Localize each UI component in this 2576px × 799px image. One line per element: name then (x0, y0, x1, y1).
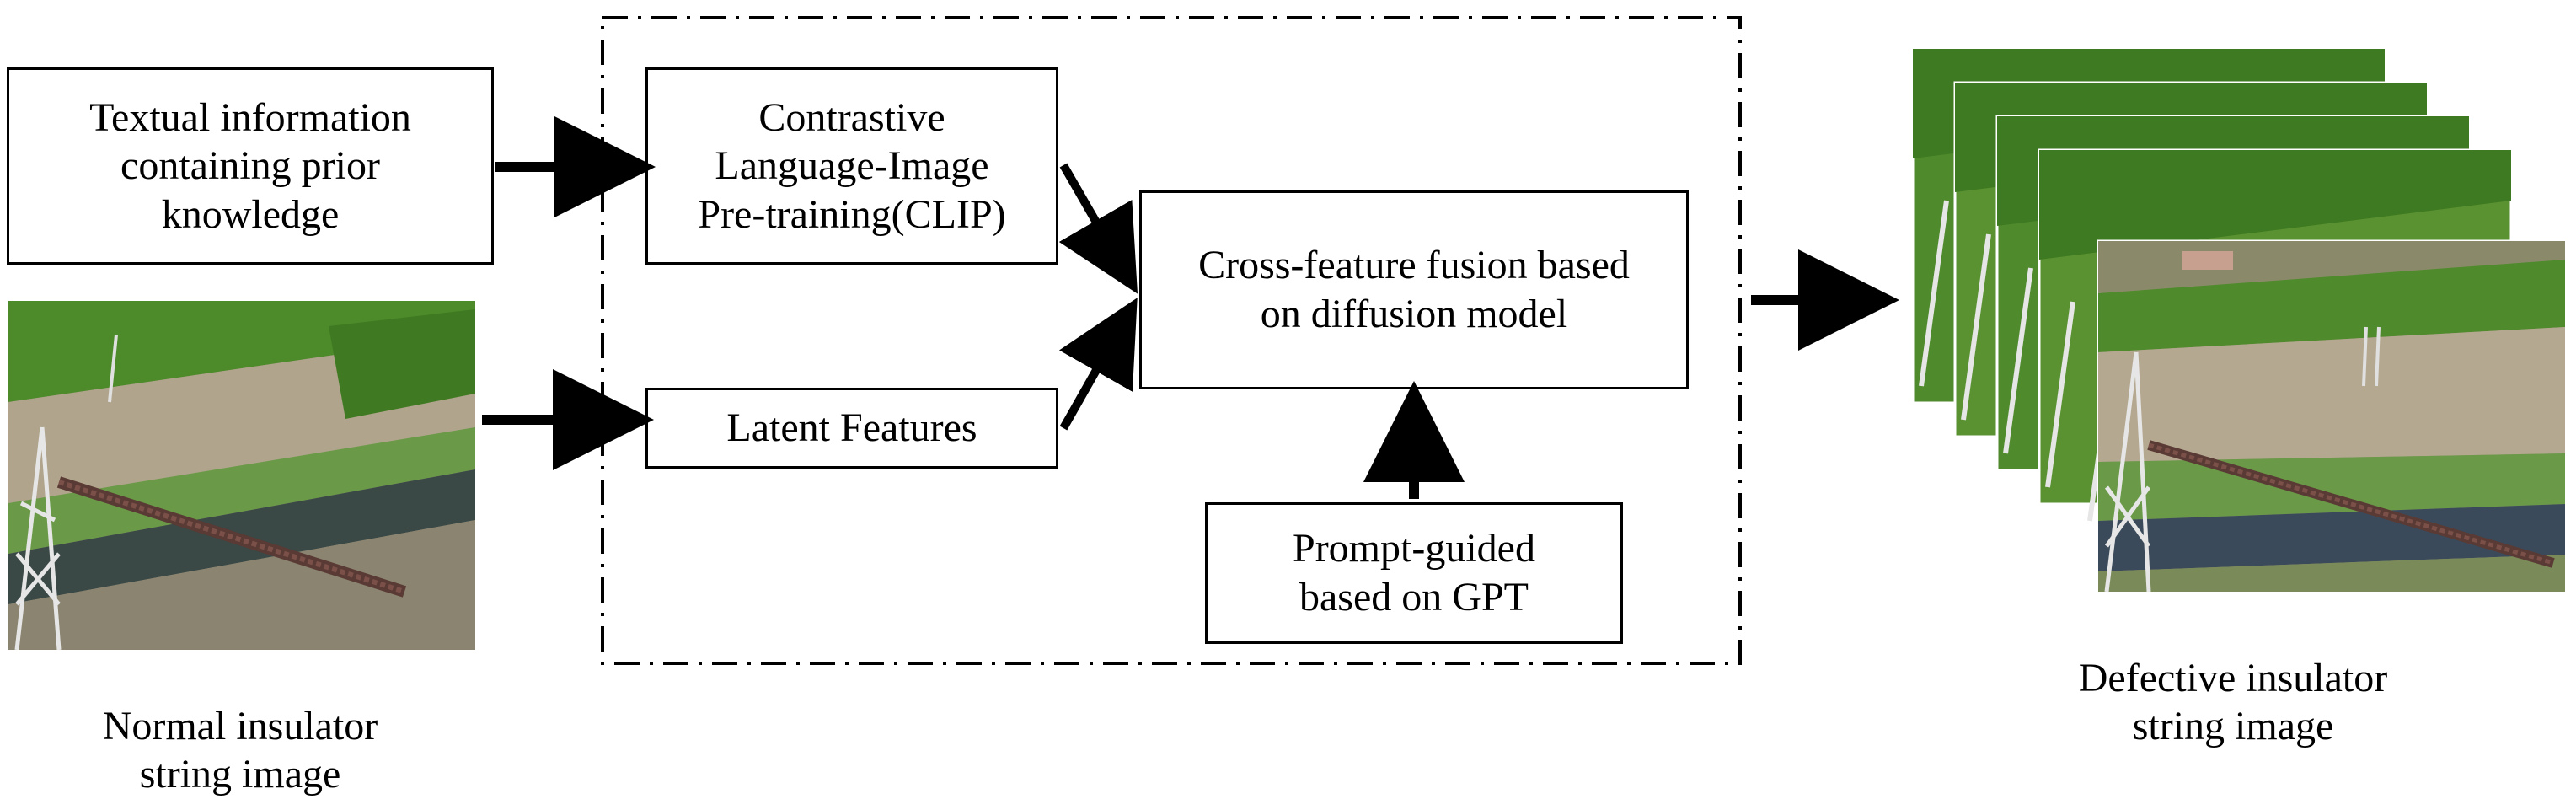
prompt-box: Prompt-guided based on GPT (1205, 502, 1623, 644)
defective-image-stack (1904, 47, 2570, 597)
normal-insulator-image (8, 301, 475, 650)
prompt-label: Prompt-guided based on GPT (1293, 526, 1535, 619)
fusion-box: Cross-feature fusion based on diffusion … (1139, 190, 1689, 389)
textual-info-box: Textual information containing prior kno… (7, 67, 494, 265)
defective-caption: Defective insulator string image (2078, 655, 2388, 749)
fusion-label: Cross-feature fusion based on diffusion … (1198, 243, 1630, 336)
clip-label: Contrastive Language-Image Pre-training(… (698, 94, 1006, 237)
normal-caption: Normal insulator string image (102, 703, 378, 797)
stack-layer-front (2097, 239, 2567, 593)
clip-box: Contrastive Language-Image Pre-training(… (645, 67, 1058, 265)
textual-info-label: Textual information containing prior kno… (89, 94, 411, 237)
latent-features-box: Latent Features (645, 388, 1058, 469)
pipeline-frame (601, 16, 1742, 665)
latent-features-label: Latent Features (726, 405, 977, 451)
